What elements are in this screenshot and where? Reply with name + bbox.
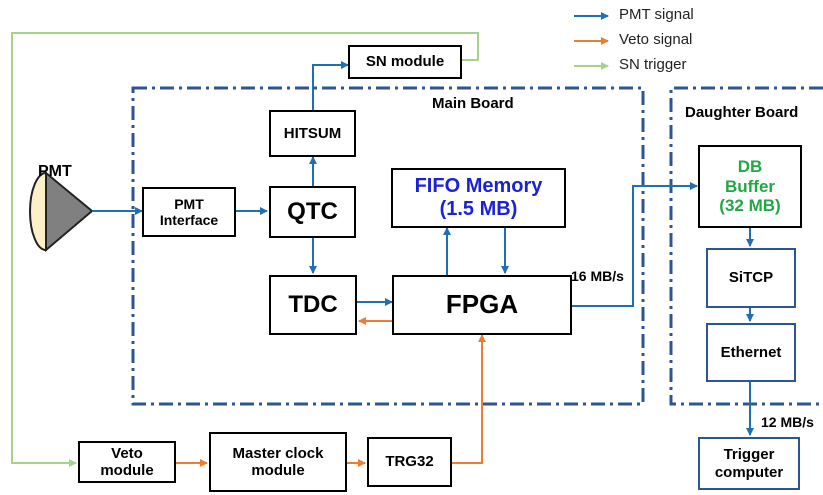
rate-12-label: 12 MB/s [761,414,814,430]
fpga-block: FPGA [392,275,572,335]
legend-sn-trigger: SN trigger [619,56,687,73]
fpga-to-db [572,182,698,307]
pmt-cone [45,170,94,253]
ethernet-block: Ethernet [706,323,796,382]
hitsum-block: HITSUM [269,110,356,157]
hitsum-to-sn [312,61,349,110]
daughter-board-label: Daughter Board [685,104,799,121]
legend-pmt-signal: PMT signal [619,6,694,23]
sitcp-block: SiTCP [706,248,796,308]
trg32-to-fpga [452,334,486,464]
pmt-icon [29,171,47,252]
tdc-block: TDC [269,275,357,335]
trg32-block: TRG32 [367,437,452,487]
sn-trigger-line [11,32,479,467]
legend-veto-signal: Veto signal [619,31,693,48]
fifo-memory-block: FIFO Memory(1.5 MB) [391,168,566,228]
pmt-label: PMT [38,163,72,180]
rate-16-label: 16 MB/s [571,268,624,284]
main-board-label: Main Board [432,95,514,112]
qtc-block: QTC [269,186,356,238]
sn-module-block: SN module [348,45,462,79]
main-board-frame [131,86,645,406]
daughter-board-frame [669,86,823,406]
